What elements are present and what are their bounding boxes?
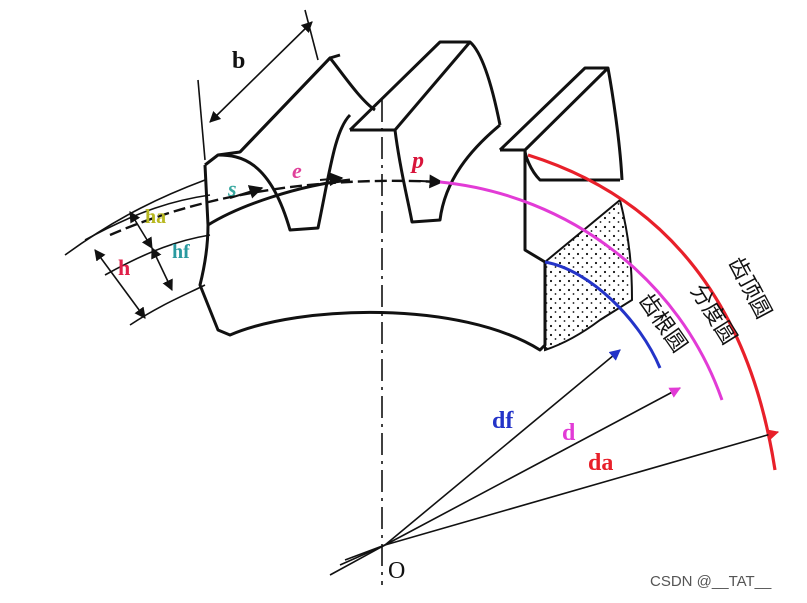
addendum-circle — [527, 153, 777, 471]
radius-lines — [329, 349, 780, 576]
label-h: h — [118, 255, 130, 280]
gear-body — [198, 40, 624, 352]
pitch-circle — [439, 180, 724, 401]
height-dimensions — [94, 211, 173, 319]
label-p: p — [410, 148, 424, 174]
label-da: da — [588, 450, 613, 476]
label-e: e — [292, 158, 302, 183]
cross-section — [544, 198, 634, 352]
label-s: s — [227, 176, 237, 201]
label-b: b — [232, 48, 245, 74]
watermark: CSDN @__TAT__ — [650, 573, 772, 590]
label-ha: ha — [145, 206, 166, 228]
label-df: df — [492, 408, 514, 434]
label-origin: O — [388, 558, 405, 584]
label-d: d — [562, 420, 576, 446]
label-hf: hf — [172, 241, 190, 263]
dedendum-circle — [544, 260, 662, 369]
face-width-dimension — [197, 9, 319, 161]
label-addendum-circle: 齿顶圆 — [723, 253, 776, 323]
